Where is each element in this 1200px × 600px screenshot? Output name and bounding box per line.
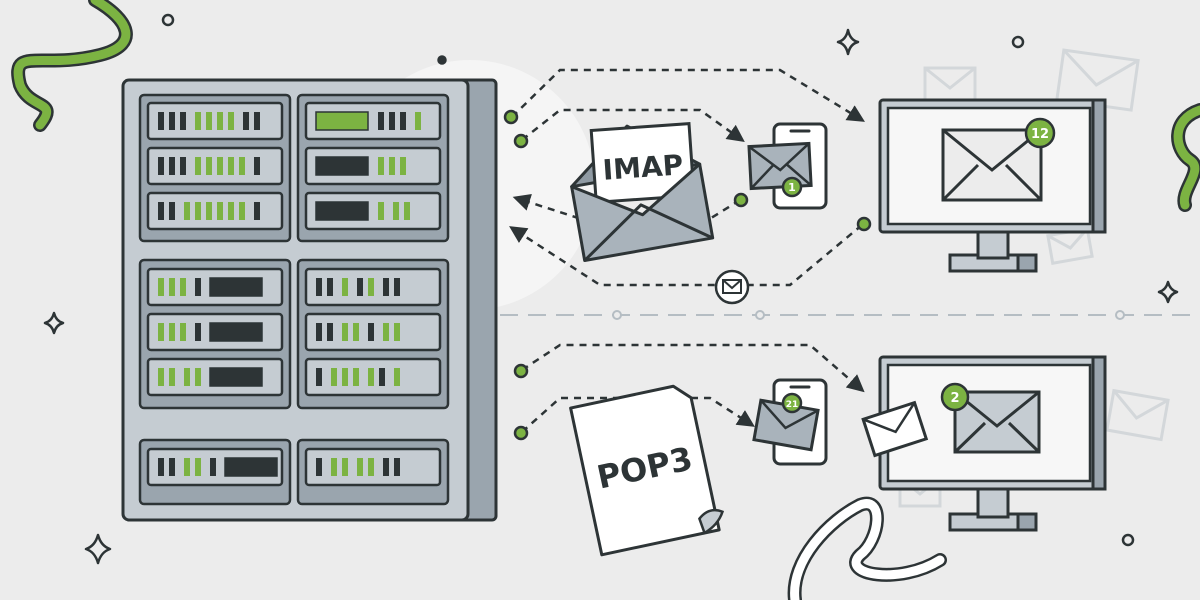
svg-text:21: 21 <box>786 400 799 410</box>
squiggle-decoration <box>11 0 1200 600</box>
circle-icon <box>1121 533 1135 547</box>
imap-smartphone: 1 <box>747 122 828 210</box>
sparkle-icon <box>84 533 112 565</box>
circle-icon <box>437 55 447 65</box>
notification-badge <box>1024 117 1056 149</box>
svg-text:2: 2 <box>950 391 959 406</box>
imap-envelope: IMAP <box>570 122 715 263</box>
server-unit <box>146 101 284 141</box>
server-rack-icon <box>121 78 498 522</box>
server-unit <box>146 191 284 231</box>
sparkle-icon <box>1157 280 1179 304</box>
connection-dots <box>503 109 872 441</box>
envelope-icon <box>722 279 742 294</box>
envelope-icon <box>1105 388 1170 442</box>
envelope-icon <box>747 141 813 191</box>
notification-badge <box>940 382 970 412</box>
pop3-document: POP3 <box>569 384 725 557</box>
svg-text:1: 1 <box>788 181 796 194</box>
notification-badge <box>781 176 803 198</box>
relay-envelope-badge <box>714 269 750 305</box>
section-divider <box>500 310 1200 320</box>
imap-label: IMAP <box>602 148 685 187</box>
decorations <box>43 13 1179 565</box>
pop3-smartphone: 21 <box>752 378 828 466</box>
sparkle-icon <box>43 311 65 335</box>
envelope-icon <box>953 390 1041 454</box>
envelope-icon <box>861 400 929 458</box>
background-envelopes <box>898 48 1170 508</box>
envelope-icon <box>941 128 1043 202</box>
sparkle-icon <box>836 28 860 56</box>
imap-monitor: 12 <box>878 98 1107 273</box>
svg-text:12: 12 <box>1031 127 1049 142</box>
notification-badge <box>781 392 803 414</box>
pop3-monitor: 2 <box>861 355 1107 532</box>
pop3-download-paths <box>521 343 865 433</box>
circle-icon <box>1011 35 1025 49</box>
server-unit <box>146 146 284 186</box>
circle-icon <box>161 13 175 27</box>
